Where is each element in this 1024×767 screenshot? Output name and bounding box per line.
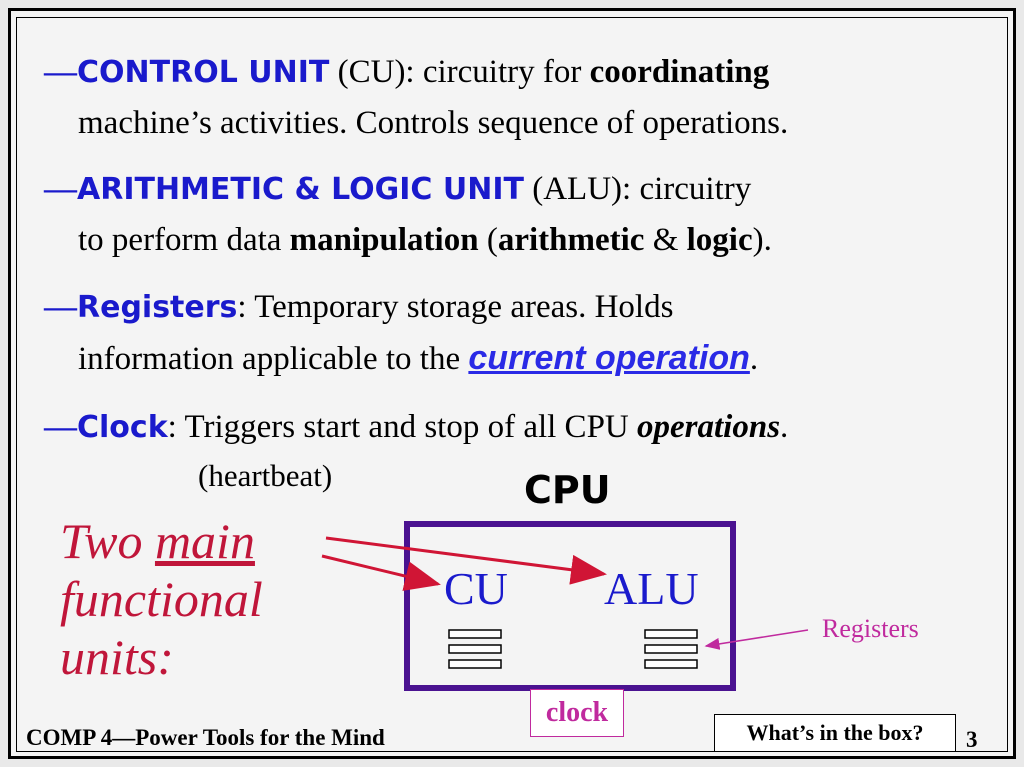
bullet-dash: — [44,54,77,90]
register-bar [644,644,698,654]
text: & [644,222,687,258]
bullet-alu-line2: to perform data manipulation (arithmetic… [78,224,772,257]
course-footer: COMP 4—Power Tools for the Mind [26,725,385,750]
bold-text: manipulation [289,222,479,258]
bullet-registers-line2: information applicable to the current op… [78,341,758,376]
keyword-registers: Registers [77,290,238,325]
text: . [780,409,789,445]
register-bar [448,644,502,654]
clock-box: clock [530,689,624,737]
alu-register-stack [644,629,698,669]
bold-italic-text: operations [637,409,781,445]
bullet-dash: — [44,171,77,207]
cpu-label: CPU [524,468,611,512]
text: ( [478,222,498,258]
arrow-to-alu [325,536,607,585]
keyword-control-unit: CONTROL UNIT [77,55,330,90]
bold-text: logic [686,222,753,258]
bullet-control-unit-line2: machine’s activities. Controls sequence … [78,105,789,141]
cu-label: CU [444,563,508,614]
registers-label: Registers [822,614,919,643]
bold-text: arithmetic [497,222,645,258]
keyword-alu: ARITHMETIC & LOGIC UNIT [77,172,524,207]
text: ). [752,222,772,258]
current-operation-text: current operation [468,339,750,377]
whats-in-the-box-label: What’s in the box? [714,714,956,752]
keyword-clock: Clock [77,410,168,445]
bullet-dash: — [44,409,77,445]
page-number: 3 [966,727,978,752]
bullet-clock: —Clock: Triggers start and stop of all C… [44,411,788,444]
text: (ALU): circuitry [523,171,752,207]
bullet-registers: —Registers: Temporary storage areas. Hol… [44,291,673,324]
register-bar [448,659,502,669]
bullet-clock-line2: (heartbeat) [198,458,333,493]
text: (CU): circuitry for [329,54,590,90]
bullet-dash: — [44,289,77,325]
text: : Temporary storage areas. Holds [237,289,674,325]
arrow-to-cu [321,554,441,591]
slide-inner-frame [16,17,1008,752]
register-bar [644,629,698,639]
text: information applicable to the [78,341,469,377]
register-bar [644,659,698,669]
text: : Triggers start and stop of all CPU [167,409,638,445]
underlined-text: main [154,513,255,569]
two-main-units-label: Two main functional units: [60,512,263,686]
text: Two [60,513,155,569]
text: to perform data [78,222,290,258]
bold-text: coordinating [589,54,770,90]
arrow-to-registers [704,629,809,650]
text: functional [60,571,263,627]
alu-label: ALU [604,563,699,614]
text: units: [60,629,174,685]
register-bar [448,629,502,639]
bullet-alu: —ARITHMETIC & LOGIC UNIT (ALU): circuitr… [44,173,751,206]
bullet-control-unit: —CONTROL UNIT (CU): circuitry for coordi… [44,56,769,89]
cu-register-stack [448,629,502,669]
cpu-box [404,521,736,691]
text: . [749,341,759,377]
